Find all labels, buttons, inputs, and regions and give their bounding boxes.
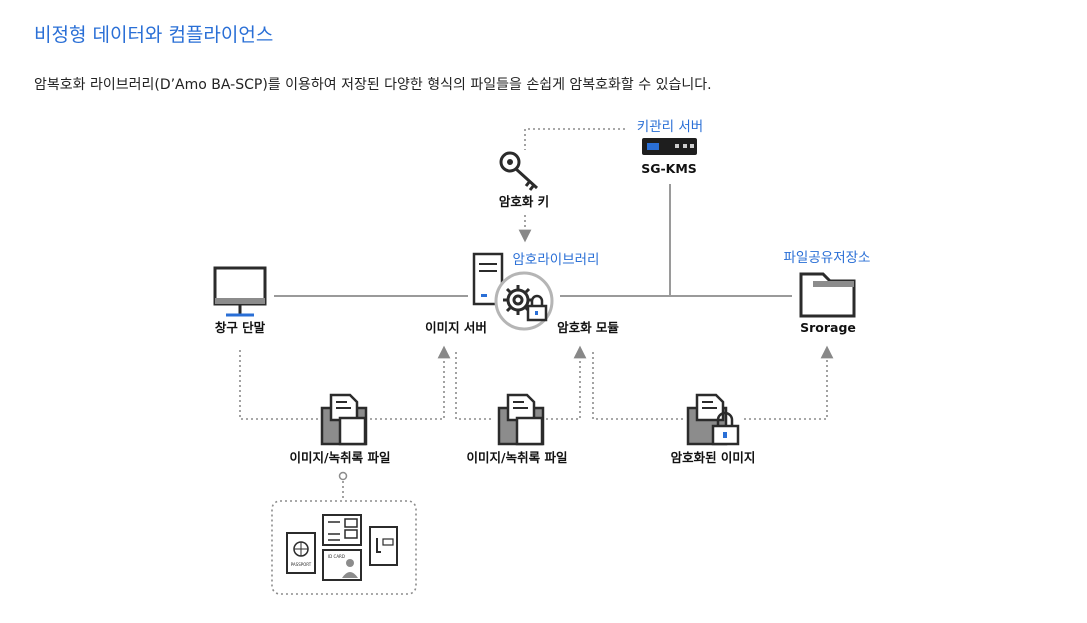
library-label: 암호라이브러리 (513, 252, 600, 268)
key-icon (499, 151, 539, 191)
document-form-icon (322, 514, 362, 546)
file2-to-module-dotted-arrow (546, 345, 587, 420)
kms-server-icon (642, 138, 697, 155)
page-description: 암복호화 라이브러리(D’Amo BA-SCP)를 이용하여 저장된 다양한 형… (34, 77, 712, 93)
solid-connectors (274, 184, 792, 297)
gear-icon (503, 285, 533, 315)
encrypted-file-icon (686, 393, 740, 446)
image-server-label: 이미지 서버 (425, 320, 487, 335)
storage-folder-icon (799, 272, 856, 318)
kms-name: SG-KMS (641, 161, 697, 176)
kms-to-key-dotted-line (524, 128, 625, 150)
file-folder-icon-2 (497, 393, 545, 446)
crypto-key-label: 암호화 키 (499, 194, 549, 209)
encrypted-label: 암호화된 이미지 (671, 450, 756, 465)
storage-name: Srorage (800, 320, 856, 335)
terminal-monitor-icon (213, 266, 267, 317)
passport-text: PASSPORT (291, 562, 312, 567)
server-to-file2-dotted-line (455, 352, 494, 420)
dotted-connectors (239, 128, 834, 500)
module-to-encrypted-dotted-line (592, 352, 684, 420)
phone-record-icon (369, 526, 398, 566)
file1-label: 이미지/녹취록 파일 (290, 450, 391, 465)
lock-icon (526, 294, 548, 322)
file2-label: 이미지/녹취록 파일 (467, 450, 568, 465)
crypto-module-icon (494, 271, 554, 331)
id-card-text: ID CARD (328, 554, 345, 559)
id-card-icon: ID CARD (322, 549, 362, 581)
file-folder-icon-1 (320, 393, 368, 446)
page-title: 비정형 데이터와 컴플라이언스 (34, 24, 274, 46)
crypto-module-label: 암호화 모듈 (557, 320, 619, 335)
storage-title: 파일공유저장소 (784, 250, 871, 266)
encrypted-to-storage-dotted-arrow (744, 345, 834, 420)
connector-dot (338, 471, 348, 481)
terminal-label: 창구 단말 (215, 320, 266, 335)
terminal-to-file1-dotted-line (239, 350, 318, 420)
file1-to-server-dotted-arrow (370, 345, 451, 420)
passport-icon: PASSPORT (286, 532, 316, 574)
kms-title: 키관리 서버 (637, 119, 703, 135)
